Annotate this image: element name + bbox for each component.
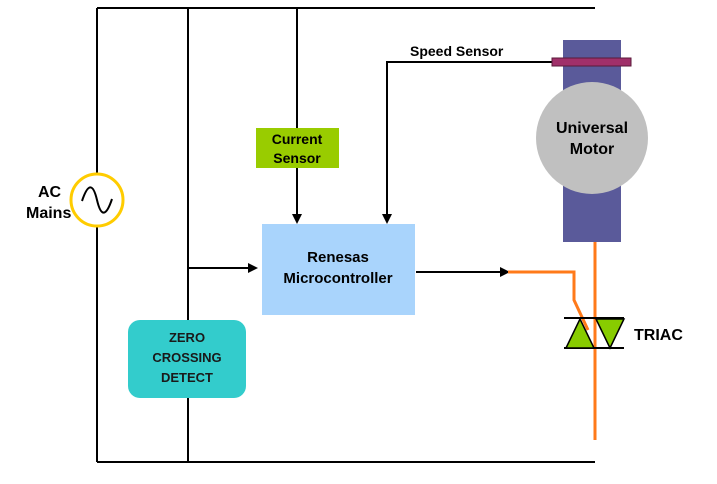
zero-crossing-label-line2: CROSSING bbox=[152, 350, 221, 365]
speed-sensor-band bbox=[551, 57, 632, 67]
current-sensor-label-line2: Sensor bbox=[273, 150, 321, 166]
motor-label-line1: Universal bbox=[556, 120, 628, 137]
zero-crossing-label-line3: DETECT bbox=[161, 370, 213, 385]
sine-wave-icon bbox=[81, 186, 113, 214]
triac-left-triangle bbox=[564, 317, 596, 349]
ac-mains-source: AC Mains bbox=[26, 172, 125, 228]
zero-crossing-detect: ZERO CROSSING DETECT bbox=[128, 320, 246, 398]
universal-motor: Universal Motor bbox=[536, 40, 648, 242]
signal-wires bbox=[188, 8, 553, 277]
current-sensor: Current Sensor bbox=[256, 128, 339, 168]
microcontroller-label-line2: Microcontroller bbox=[283, 270, 392, 287]
orange-wires bbox=[508, 242, 597, 440]
triac-right-triangle bbox=[594, 318, 626, 350]
motor-label-line2: Motor bbox=[570, 141, 614, 158]
outer-wires bbox=[96, 7, 595, 463]
triac-label: TRIAC bbox=[634, 327, 683, 344]
speed-sensor-wire bbox=[382, 61, 553, 224]
zero-crossing-label-line1: ZERO bbox=[169, 330, 205, 345]
ac-mains-label-line2: Mains bbox=[26, 205, 71, 222]
renesas-microcontroller: Renesas Microcontroller bbox=[262, 224, 415, 315]
triac: TRIAC bbox=[564, 317, 683, 350]
motor-rotor bbox=[536, 82, 648, 194]
speed-sensor-label: Speed Sensor bbox=[410, 43, 504, 59]
ac-mains-label-line1: AC bbox=[38, 184, 62, 201]
current-sensor-label-line1: Current bbox=[272, 131, 323, 147]
microcontroller-label-line1: Renesas bbox=[307, 249, 369, 266]
